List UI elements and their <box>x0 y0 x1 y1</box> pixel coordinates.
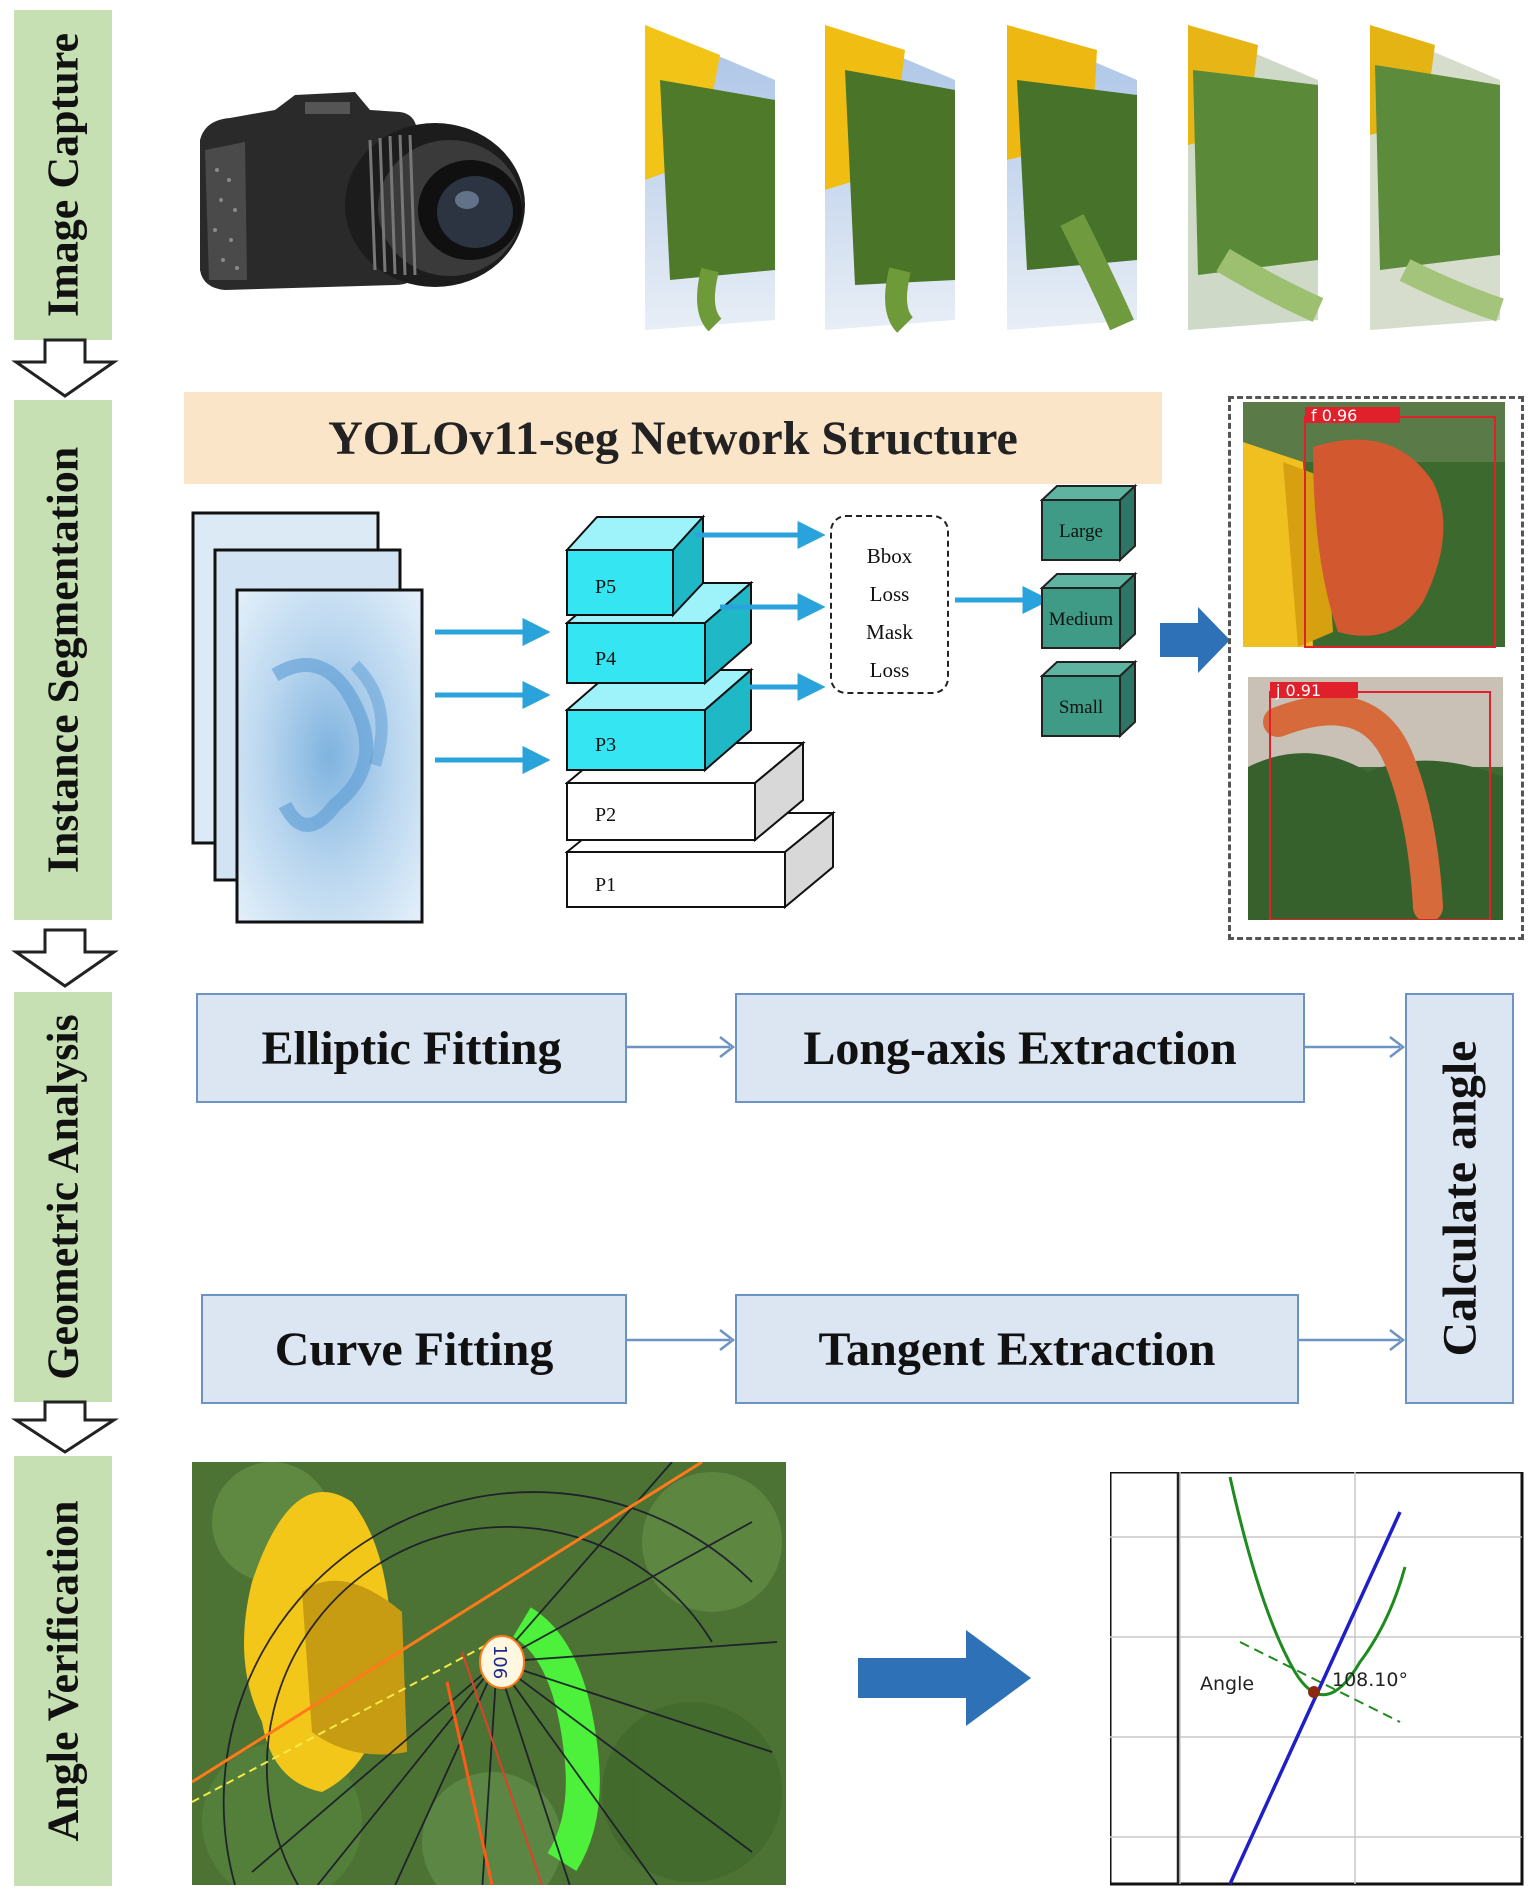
stage-image-capture: Image Capture <box>14 10 112 340</box>
loss-line: Loss <box>869 658 910 682</box>
stage-instance-segmentation: Instance Segmentation <box>14 400 112 920</box>
scale-label-small: Small <box>1059 697 1103 718</box>
long-axis-extraction-box: Long-axis Extraction <box>735 993 1305 1103</box>
capture-photo-4 <box>1188 25 1324 330</box>
plot-angle-label: Angle <box>1200 1673 1254 1695</box>
layer-label-p2: P2 <box>595 804 616 826</box>
protractor-photo: 106 <box>192 1462 786 1885</box>
capture-photo-strip <box>645 25 1504 333</box>
calculate-angle-label: Calculate angle <box>1433 1040 1486 1357</box>
scale-label-large: Large <box>1059 521 1103 542</box>
protractor-reading: 106 <box>489 1645 510 1679</box>
capture-photo-5 <box>1370 25 1504 330</box>
layer-label-p1: P1 <box>595 874 616 896</box>
layer-label-p4: P4 <box>595 648 616 670</box>
stage-label: Geometric Analysis <box>38 1014 88 1380</box>
plot-angle-value: 108.10° <box>1332 1669 1408 1691</box>
detection-label-2: j 0.91 <box>1275 681 1321 700</box>
capture-photo-2 <box>825 25 955 333</box>
layer-label-p5: P5 <box>595 576 616 598</box>
detection-photo-2: j 0.91 <box>1248 677 1503 920</box>
angle-plot: Angle 108.10° <box>1110 1472 1524 1886</box>
elliptic-fitting-box: Elliptic Fitting <box>196 993 627 1103</box>
stage-label: Instance Segmentation <box>38 446 88 874</box>
calculate-angle-box: Calculate angle <box>1405 993 1514 1404</box>
layer-p3 <box>565 667 754 773</box>
network-title: YOLOv11-seg Network Structure <box>184 392 1162 484</box>
curve-fitting-box: Curve Fitting <box>201 1294 627 1404</box>
scale-arrow <box>955 585 1050 615</box>
stage-arrow-down-icon <box>11 928 119 988</box>
loss-line: Loss <box>869 582 910 606</box>
result-arrow-icon <box>1160 607 1230 673</box>
stage-geometric-analysis: Geometric Analysis <box>14 992 112 1402</box>
layer-label-p3: P3 <box>595 734 616 756</box>
stage-arrow-down-icon <box>11 338 119 398</box>
loss-box: Bbox Loss Mask Loss <box>830 515 949 694</box>
input-arrows <box>435 617 550 775</box>
capture-photo-3 <box>1007 25 1137 331</box>
layer-p5 <box>565 514 706 618</box>
feature-map-stack <box>191 511 424 924</box>
scale-small <box>1040 659 1138 739</box>
loss-arrows <box>695 520 826 702</box>
verification-arrow-icon <box>858 1630 1031 1726</box>
detection-label-1: f 0.96 <box>1311 406 1357 425</box>
scale-label-medium: Medium <box>1049 609 1114 630</box>
scale-medium <box>1040 571 1138 651</box>
scale-blocks: Large Medium Small <box>1040 483 1138 739</box>
loss-line: Bbox <box>866 544 913 568</box>
scale-large <box>1040 483 1138 563</box>
loss-line: Mask <box>866 620 913 644</box>
tangent-extraction-box: Tangent Extraction <box>735 1294 1299 1404</box>
capture-photo-1 <box>645 25 775 332</box>
segmentation-photos: f 0.96 j 0.91 <box>1243 402 1505 920</box>
geometry-arrows <box>625 1036 1406 1351</box>
camera-icon <box>200 92 525 290</box>
detection-photo-1: f 0.96 <box>1243 402 1505 648</box>
stage-angle-verification: Angle Verification <box>14 1456 112 1886</box>
stage-label: Image Capture <box>38 33 88 317</box>
stage-label: Angle Verification <box>38 1500 88 1842</box>
stage-arrow-down-icon <box>10 1400 120 1454</box>
